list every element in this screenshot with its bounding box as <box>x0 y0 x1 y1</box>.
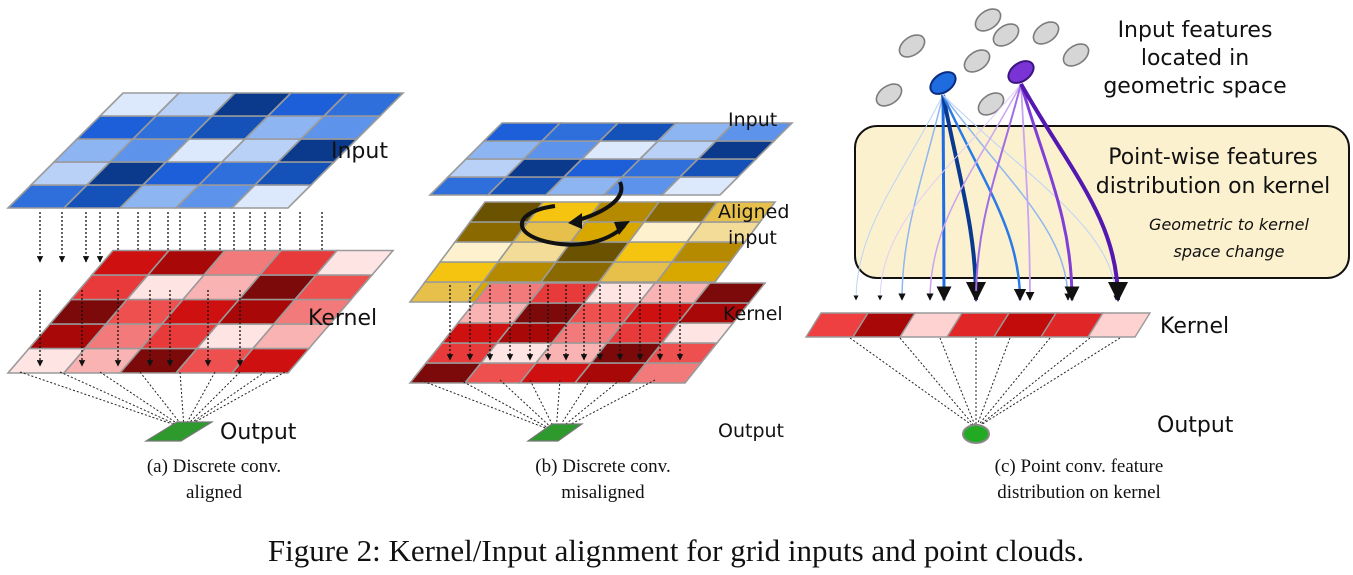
input-point <box>1062 43 1090 67</box>
kernel-space-box <box>854 125 1350 279</box>
panel-a-output-fan-lines <box>19 371 286 429</box>
fan-line <box>849 337 977 429</box>
panel-b-rotation-arrow <box>519 181 630 247</box>
fan-line <box>975 337 1051 429</box>
box-title-line2: distribution on kernel <box>1096 174 1331 199</box>
fan-line <box>419 379 557 433</box>
panel-c-output-label: Output <box>1157 413 1234 438</box>
panel-b-caption-line2: misaligned <box>561 482 645 503</box>
panel-c-point-conv: Input features located in geometric spac… <box>804 8 1350 503</box>
fan-line <box>899 337 977 429</box>
panel-c-input-label-line1: Input features <box>1118 18 1273 43</box>
panel-a-kernel-label: Kernel <box>308 306 377 331</box>
panel-a-output-cell <box>143 421 215 442</box>
fan-line <box>555 379 561 433</box>
panel-a-input-label: Input <box>331 139 388 164</box>
figure-caption: Figure 2: Kernel/Input alignment for gri… <box>268 533 1084 568</box>
aligned-cell <box>700 201 777 223</box>
fan-line <box>459 379 557 433</box>
blue-feature-arrow <box>941 94 1027 302</box>
panel-a-caption-line1: (a) Discrete conv. <box>147 456 281 477</box>
fan-line <box>139 371 185 429</box>
input-cell <box>322 92 405 117</box>
input-point <box>977 92 1005 116</box>
fan-line <box>179 371 185 429</box>
panel-c-caption-line1: (c) Point conv. feature <box>995 456 1164 477</box>
fan-line <box>975 337 1121 429</box>
panel-b-aligned-label-line2: input <box>728 227 777 249</box>
box-note-line1: Geometric to kernel <box>1149 215 1309 234</box>
panel-b-kernel-label: Kernel <box>723 303 783 325</box>
panel-b-output-fan-lines <box>419 379 656 433</box>
kernel-cell <box>314 249 395 276</box>
panel-a-caption-line2: aligned <box>186 482 242 503</box>
fan-line <box>183 371 216 429</box>
purple-feature-arrow <box>971 83 1022 301</box>
purple-feature-arrow <box>1019 83 1080 302</box>
input-point <box>875 83 903 107</box>
panel-a-output-label: Output <box>220 420 297 445</box>
panel-c-output-point <box>962 424 990 444</box>
panel-c-kernel-strip <box>804 312 1152 338</box>
panel-b-aligned-to-kernel-arrows <box>446 285 684 361</box>
input-point <box>963 49 991 73</box>
panel-b-kernel-grid <box>408 282 767 384</box>
panel-b-output-label: Output <box>718 420 784 442</box>
panel-c-input-label-line2: located in <box>1141 46 1249 71</box>
panel-c-kernel-label: Kernel <box>1160 314 1229 339</box>
panel-b-discrete-misaligned: Input Aligned input Kernel Output (b) Di… <box>408 109 794 503</box>
panel-a-kernel-grid <box>6 249 395 374</box>
fan-line <box>183 371 266 429</box>
source-point-blue <box>929 71 957 95</box>
panel-c-input-label-line3: geometric space <box>1103 74 1286 99</box>
purple-feature-arrow <box>1019 83 1128 302</box>
panel-b-aligned-label-line1: Aligned <box>718 201 789 223</box>
panel-c-output-fan-lines <box>849 337 1121 429</box>
blue-feature-arrow <box>898 94 944 301</box>
panel-b-caption-line1: (b) Discrete conv. <box>535 456 670 477</box>
fan-line <box>555 379 621 433</box>
feature-distribution-arrows <box>853 83 1128 302</box>
source-point-purple <box>1007 60 1035 84</box>
input-point <box>974 8 1002 32</box>
input-point <box>1032 21 1060 45</box>
panel-c-caption-line2: distribution on kernel <box>997 482 1161 503</box>
fan-line <box>19 371 185 429</box>
purple-feature-arrow <box>1020 83 1035 301</box>
purple-feature-arrow <box>877 83 1022 301</box>
box-note-line2: space change <box>1174 242 1285 261</box>
panel-a-discrete-aligned: Input Kernel Output (a) Discrete conv. a… <box>6 92 405 503</box>
fan-line <box>555 379 656 433</box>
input-point <box>992 23 1020 47</box>
blue-feature-arrow <box>942 94 1072 301</box>
kernel-point-cell <box>1086 312 1152 338</box>
fan-line <box>529 379 557 433</box>
input-point-cloud <box>875 8 1090 116</box>
panel-b-input-grid <box>428 122 794 196</box>
input-cell <box>714 122 794 142</box>
fan-line <box>183 371 286 429</box>
panel-b-output-cell <box>526 423 584 442</box>
input-point <box>898 34 926 58</box>
blue-feature-arrow <box>853 94 944 301</box>
fan-line <box>59 371 185 429</box>
blue-feature-arrow <box>936 94 952 302</box>
blue-feature-arrow <box>942 94 1119 301</box>
blue-feature-arrow <box>941 94 986 302</box>
fan-line <box>975 337 1011 429</box>
kernel-cell <box>692 282 767 304</box>
fan-line <box>499 379 557 433</box>
fan-line <box>99 371 185 429</box>
panel-a-input-grid <box>6 92 405 209</box>
fan-line <box>975 337 1091 429</box>
panel-b-input-label: Input <box>728 109 777 131</box>
panel-a-overlap-arrows <box>36 290 244 367</box>
fan-line <box>183 371 241 429</box>
fan-line <box>939 337 977 429</box>
purple-feature-arrow <box>926 83 1022 301</box>
box-title-line1: Point-wise features <box>1108 145 1318 170</box>
